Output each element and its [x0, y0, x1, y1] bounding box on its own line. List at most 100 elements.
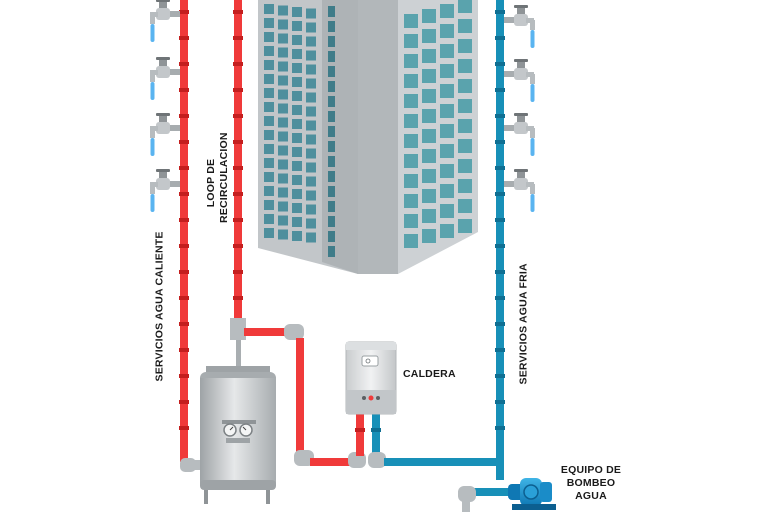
window [278, 229, 288, 240]
window [306, 190, 316, 201]
window [306, 148, 316, 159]
window [264, 172, 274, 182]
pipe-joint [495, 218, 505, 222]
window [422, 49, 436, 63]
window [278, 131, 288, 142]
hot-water-riser [179, 0, 204, 472]
faucets-cold-side [504, 5, 535, 212]
window [292, 217, 302, 227]
window [264, 74, 274, 84]
window [328, 21, 335, 32]
window [278, 173, 288, 184]
faucet-icon [504, 59, 535, 102]
hot-water-services-label: SERVICIOS AGUA CALIENTE [153, 231, 166, 382]
faucet-icon [150, 0, 180, 42]
window [278, 201, 288, 212]
pipe-joint [233, 270, 243, 274]
pipe-joint [179, 244, 189, 248]
window [292, 175, 302, 185]
window [278, 75, 288, 86]
window [292, 105, 302, 115]
tank-icon [200, 366, 276, 504]
window [458, 59, 472, 73]
window [440, 4, 454, 18]
window [328, 6, 335, 17]
faucet-icon [150, 169, 180, 212]
window [404, 34, 418, 48]
pump-icon [508, 478, 556, 510]
window [306, 162, 316, 173]
window [292, 147, 302, 157]
pipe-joint [233, 114, 243, 118]
window [278, 187, 288, 198]
window [422, 109, 436, 123]
window [458, 99, 472, 113]
window [328, 111, 335, 122]
pipe-joint [495, 62, 505, 66]
window [404, 134, 418, 148]
pipe-joint [233, 244, 243, 248]
window [278, 103, 288, 114]
window [404, 174, 418, 188]
pump-label: EQUIPO DE BOMBEO AGUA [556, 464, 626, 503]
window [306, 92, 316, 103]
window [292, 63, 302, 73]
window [404, 234, 418, 248]
window [306, 232, 316, 243]
window [404, 194, 418, 208]
window [264, 32, 274, 42]
window [264, 130, 274, 140]
window [422, 189, 436, 203]
pipe-joint [233, 62, 243, 66]
window [264, 4, 274, 14]
pipe-joint [495, 426, 505, 430]
pipe-joint [233, 140, 243, 144]
pipe-joint [179, 270, 189, 274]
window [328, 216, 335, 227]
pressure-gauge-icon [222, 420, 256, 443]
window [458, 139, 472, 153]
window [458, 19, 472, 33]
window [422, 9, 436, 23]
window [422, 169, 436, 183]
window [292, 133, 302, 143]
window [422, 89, 436, 103]
window [422, 129, 436, 143]
pipe-joint [495, 114, 505, 118]
pipe-joint [495, 400, 505, 404]
window [440, 124, 454, 138]
window [328, 186, 335, 197]
pipe-joint [179, 166, 189, 170]
faucet-icon [150, 113, 180, 156]
window [278, 145, 288, 156]
window [422, 149, 436, 163]
window [328, 231, 335, 242]
window [328, 246, 335, 257]
window [264, 214, 274, 224]
window [306, 120, 316, 131]
pipe-joint [495, 322, 505, 326]
window [440, 224, 454, 238]
window [458, 119, 472, 133]
window [264, 228, 274, 238]
window [404, 74, 418, 88]
window [264, 116, 274, 126]
recirculation-loop [230, 0, 366, 468]
window [292, 203, 302, 213]
window [328, 171, 335, 182]
recirculation-loop-label-line2: RECIRCULACION [218, 132, 230, 223]
window [328, 66, 335, 77]
window [328, 201, 335, 212]
window [306, 106, 316, 117]
window [278, 117, 288, 128]
boiler-icon [345, 341, 397, 415]
window [264, 144, 274, 154]
building-windows-right [404, 0, 472, 248]
window [328, 141, 335, 152]
pipe-joint [179, 348, 189, 352]
window [328, 126, 335, 137]
window [292, 119, 302, 129]
window [292, 21, 302, 31]
window [278, 89, 288, 100]
pipe-joint [179, 62, 189, 66]
